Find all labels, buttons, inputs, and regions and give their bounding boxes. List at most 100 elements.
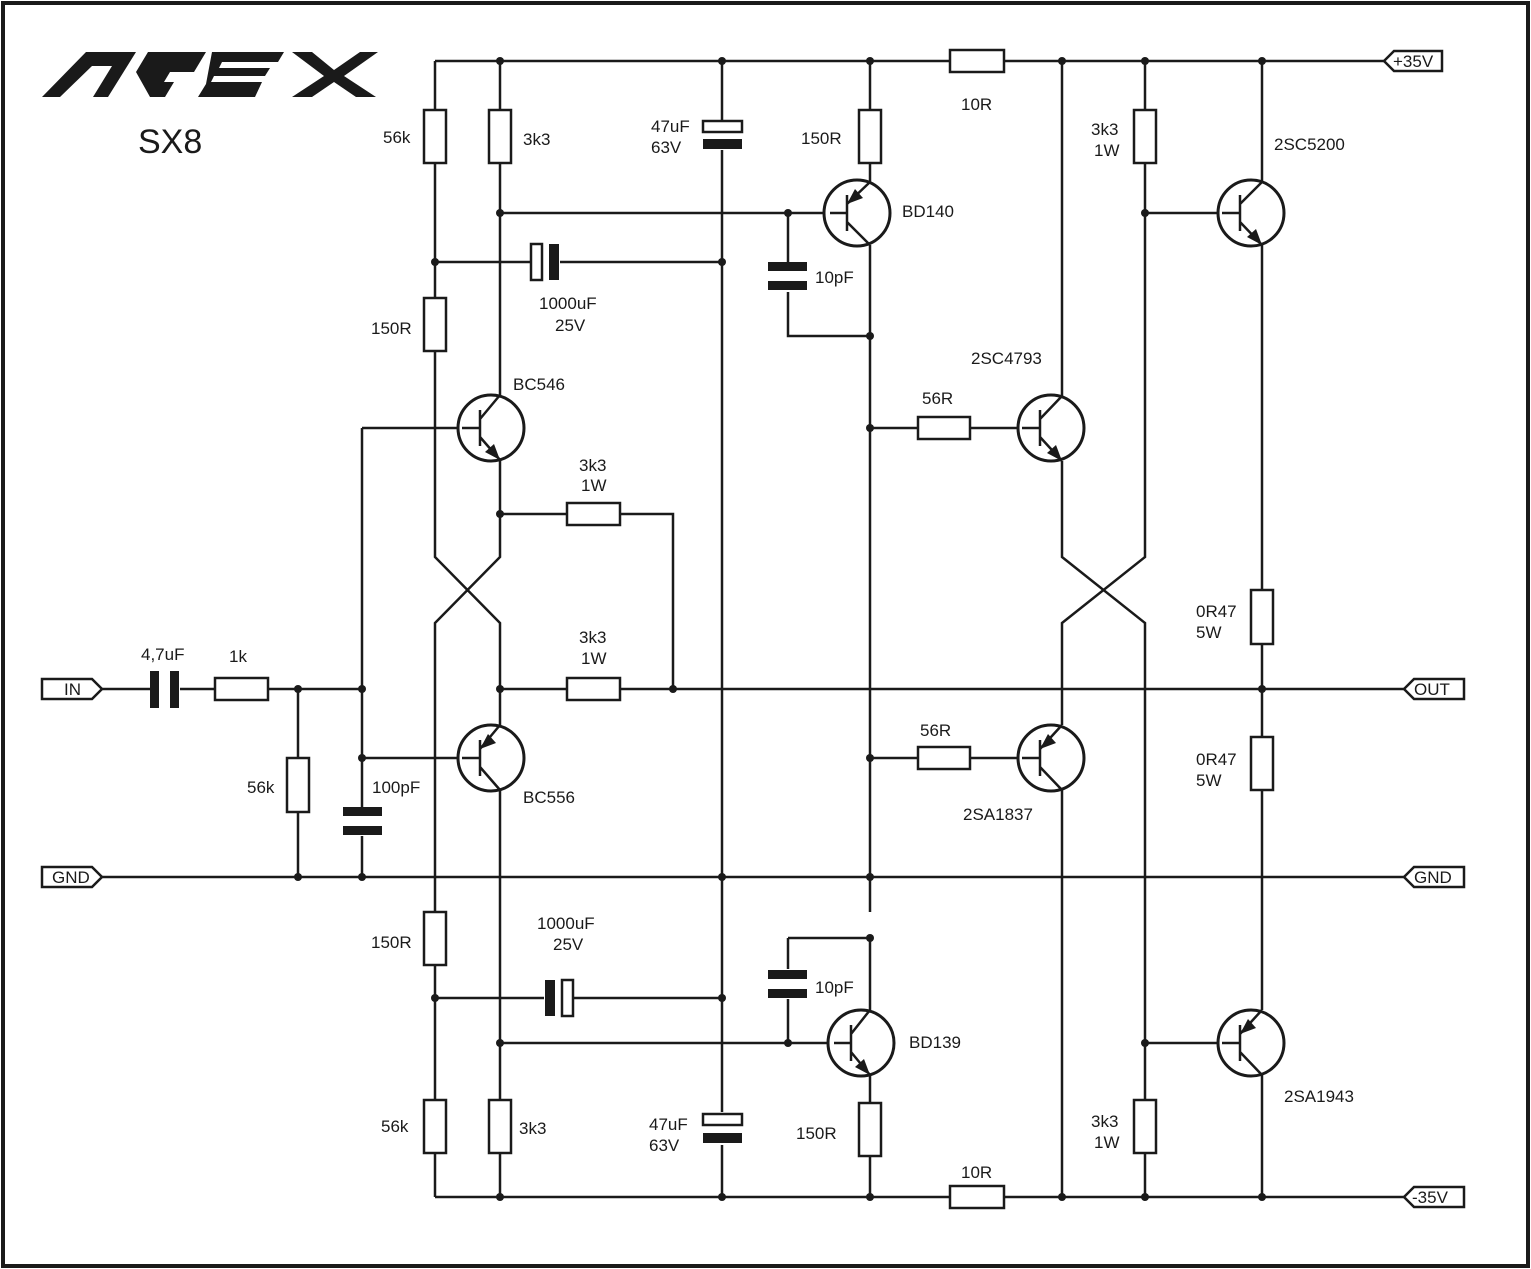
label-0r47-top-1: 0R47 — [1196, 602, 1237, 621]
svg-text:OUT: OUT — [1414, 680, 1450, 699]
label-r-in: 1k — [229, 647, 247, 666]
transistor-2sc5200 — [1216, 178, 1286, 248]
resistor-in-1k — [213, 676, 270, 702]
resistor-top-56k — [422, 108, 448, 165]
transistor-2sa1943 — [1216, 1008, 1286, 1078]
label-r-56R-bot: 56R — [920, 721, 951, 740]
label-r-bot-3k3: 3k3 — [519, 1119, 546, 1138]
resistor-bot-10R — [948, 1184, 1006, 1210]
label-r-top-10R: 10R — [961, 95, 992, 114]
port-gnd-right: GND — [1402, 865, 1466, 889]
label-r-top-3k3: 3k3 — [523, 130, 550, 149]
resistor-bot-150R — [857, 1101, 883, 1158]
label-r-top-3k3-1W-2: 1W — [1094, 141, 1120, 160]
capacitor-top-47uF — [701, 119, 744, 149]
transistor-bd139 — [826, 1008, 896, 1078]
resistor-fb-top — [565, 501, 622, 527]
label-2sc5200: 2SC5200 — [1274, 135, 1345, 154]
label-bc556: BC556 — [523, 788, 575, 807]
svg-text:-35V: -35V — [1412, 1188, 1449, 1207]
label-r-top-56k: 56k — [383, 128, 411, 147]
label-fb-bot-2: 1W — [581, 649, 607, 668]
resistor-top-150R-bias — [422, 296, 448, 353]
label-c-bot-47uF-1: 47uF — [649, 1115, 688, 1134]
svg-text:+35V: +35V — [1393, 52, 1434, 71]
label-c-bot-1000uF-1: 1000uF — [537, 914, 595, 933]
junction-dots — [294, 57, 1266, 1201]
label-r-in-gnd: 56k — [247, 778, 275, 797]
resistor-56R-bot — [916, 745, 972, 771]
svg-text:IN: IN — [64, 680, 81, 699]
label-r-bot-56k: 56k — [381, 1117, 409, 1136]
wires — [102, 59, 1404, 1199]
port-out: OUT — [1402, 677, 1466, 701]
label-c-top-47uF-1: 47uF — [651, 117, 690, 136]
capacitor-in-gnd-100pF — [343, 807, 382, 835]
transistor-bd140 — [822, 178, 892, 248]
resistor-bot-3k3-1W — [1132, 1098, 1158, 1155]
resistor-top-3k3 — [487, 108, 513, 165]
label-fb-bot-1: 3k3 — [579, 628, 606, 647]
label-r-top-150R-bias: 150R — [371, 319, 412, 338]
transistor-bc546 — [456, 393, 526, 463]
label-r-bot-10R: 10R — [961, 1163, 992, 1182]
resistor-top-3k3-1W — [1132, 108, 1158, 165]
apex-logo — [42, 52, 378, 97]
label-c-in: 4,7uF — [141, 645, 184, 664]
transistor-2sc4793 — [1016, 393, 1086, 463]
capacitor-bot-1000uF — [545, 978, 575, 1018]
label-r-bot-150R: 150R — [796, 1124, 837, 1143]
port-in: IN — [40, 677, 104, 701]
label-r-top-150R: 150R — [801, 129, 842, 148]
capacitor-bot-10pF — [768, 970, 807, 998]
port-gnd-left: GND — [40, 865, 104, 889]
capacitor-bot-47uF — [701, 1112, 744, 1143]
label-0r47-bot-2: 5W — [1196, 771, 1222, 790]
label-r-top-3k3-1W-1: 3k3 — [1091, 120, 1118, 139]
label-c-bot-10pF: 10pF — [815, 978, 854, 997]
label-r-56R-top: 56R — [922, 389, 953, 408]
model-title: SX8 — [138, 123, 202, 161]
transistor-2sa1837 — [1016, 723, 1086, 793]
label-fb-top-2: 1W — [581, 476, 607, 495]
label-0r47-top-2: 5W — [1196, 623, 1222, 642]
label-fb-top-1: 3k3 — [579, 456, 606, 475]
resistor-top-150R — [857, 108, 883, 165]
label-c-in-gnd: 100pF — [372, 778, 420, 797]
resistor-bot-56k — [422, 1098, 448, 1155]
label-bc546: BC546 — [513, 375, 565, 394]
resistor-56R-top — [916, 415, 972, 441]
resistor-fb-bot — [565, 676, 622, 702]
transistor-bc556 — [456, 723, 526, 793]
capacitor-top-1000uF — [529, 242, 559, 282]
label-r-bot-3k3-1W-2: 1W — [1094, 1133, 1120, 1152]
label-c-top-10pF: 10pF — [815, 268, 854, 287]
svg-text:GND: GND — [52, 868, 90, 887]
svg-text:GND: GND — [1414, 868, 1452, 887]
label-c-bot-47uF-2: 63V — [649, 1136, 680, 1155]
label-r-bot-150R-bias: 150R — [371, 933, 412, 952]
label-2sc4793: 2SC4793 — [971, 349, 1042, 368]
port-vpos: +35V — [1382, 49, 1444, 73]
resistor-top-10R — [948, 48, 1006, 74]
label-c-top-47uF-2: 63V — [651, 138, 682, 157]
resistor-in-gnd-56k — [285, 756, 311, 814]
label-c-bot-1000uF-2: 25V — [553, 935, 584, 954]
label-bd139: BD139 — [909, 1033, 961, 1052]
component-labels: 4,7uF 1k 56k 100pF 56k 3k3 47uF 63V 150R… — [141, 95, 1354, 1182]
capacitor-top-10pF — [768, 262, 807, 290]
label-c-top-1000uF-2: 25V — [555, 316, 586, 335]
label-bd140: BD140 — [902, 202, 954, 221]
label-c-top-1000uF-1: 1000uF — [539, 294, 597, 313]
capacitor-in-4u7 — [150, 671, 179, 708]
label-2sa1943: 2SA1943 — [1284, 1087, 1354, 1106]
resistor-0r47-bot — [1249, 735, 1275, 792]
resistor-bot-3k3 — [487, 1098, 513, 1155]
resistor-0r47-top — [1249, 588, 1275, 646]
label-2sa1837: 2SA1837 — [963, 805, 1033, 824]
label-r-bot-3k3-1W-1: 3k3 — [1091, 1112, 1118, 1131]
port-vneg: -35V — [1402, 1185, 1466, 1209]
label-0r47-bot-1: 0R47 — [1196, 750, 1237, 769]
